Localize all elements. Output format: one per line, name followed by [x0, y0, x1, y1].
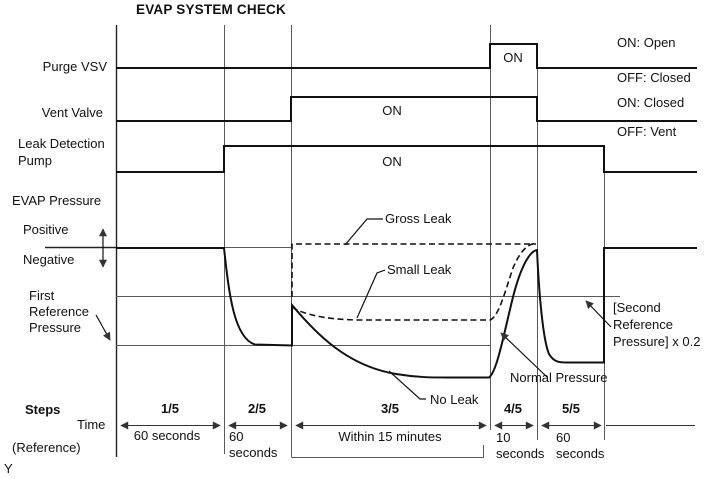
step-3-duration: Within 15 minutes — [338, 429, 442, 444]
second-reference-arrow — [585, 300, 612, 328]
legend-vent-on: ON: Closed — [617, 95, 684, 110]
legend-vent-off: OFF: Vent — [617, 124, 677, 139]
evap-pressure-no-leak-curve — [116, 247, 697, 379]
step-2-duration-line1: 60 — [229, 429, 243, 444]
diagram-title: EVAP SYSTEM CHECK — [136, 2, 286, 17]
pump-on-label: ON — [382, 154, 402, 169]
step-boundary-lines — [115, 25, 605, 457]
negative-label: Negative — [23, 252, 74, 267]
small-leak-leader — [356, 269, 386, 319]
normal-pressure-arrow — [500, 332, 548, 378]
gross-leak-label: Gross Leak — [385, 211, 452, 226]
first-reference-label-line2: Reference — [29, 304, 89, 319]
no-leak-leader — [388, 370, 426, 400]
evap-pressure-label: EVAP Pressure — [12, 193, 101, 208]
step-2-duration-line2: seconds — [229, 445, 278, 460]
step-2-label: 2/5 — [248, 401, 266, 416]
normal-pressure-label: Normal Pressure — [510, 370, 608, 385]
step-4-duration-line2: seconds — [496, 446, 545, 461]
step-4-duration-line1: 10 — [496, 430, 510, 445]
leak-detection-pump-label-line1: Leak Detection — [18, 136, 105, 151]
step-1-duration: 60 seconds — [134, 428, 201, 443]
small-leak-label: Small Leak — [387, 262, 452, 277]
vent-valve-waveform — [116, 96, 697, 122]
purge-vsv-label: Purge VSV — [43, 59, 108, 74]
vent-valve-label: Vent Valve — [42, 105, 103, 120]
gross-leak-curve — [291, 243, 536, 297]
first-reference-label-line1: First — [29, 288, 55, 303]
step-5-label: 5/5 — [562, 401, 580, 416]
legend-purge-on: ON: Open — [617, 35, 676, 50]
small-leak-curve — [291, 242, 537, 321]
waveforms — [116, 43, 697, 379]
step-3-label: 3/5 — [381, 401, 399, 416]
reference-lines — [45, 246, 620, 458]
first-reference-arrow — [95, 314, 111, 341]
step-5-duration-line2: seconds — [556, 446, 605, 461]
corner-y-label: Y — [4, 461, 13, 476]
reference-bracket — [291, 445, 484, 458]
first-reference-label-line3: Pressure — [29, 320, 81, 335]
second-reference-label-line2: Reference — [613, 317, 673, 332]
positive-label: Positive — [23, 222, 69, 237]
step-5-duration-line1: 60 — [556, 430, 570, 445]
leak-detection-pump-waveform — [116, 145, 697, 173]
purge-vsv-on-label: ON — [503, 50, 523, 65]
gross-leak-leader — [344, 218, 383, 246]
step-1-label: 1/5 — [161, 401, 179, 416]
step-4-label: 4/5 — [504, 401, 522, 416]
legend-purge-off: OFF: Closed — [617, 70, 691, 85]
annotations — [95, 218, 612, 400]
reference-label: (Reference) — [12, 440, 81, 455]
steps-label: Steps — [25, 402, 60, 417]
time-label: Time — [77, 417, 105, 432]
leak-detection-pump-label-line2: Pump — [18, 153, 52, 168]
purge-vsv-waveform — [116, 43, 697, 69]
second-reference-label-line3: Pressure] x 0.2 — [613, 334, 700, 349]
no-leak-label: No Leak — [430, 392, 479, 407]
second-reference-label-line1: [Second — [613, 300, 661, 315]
vent-valve-on-label: ON — [382, 103, 402, 118]
